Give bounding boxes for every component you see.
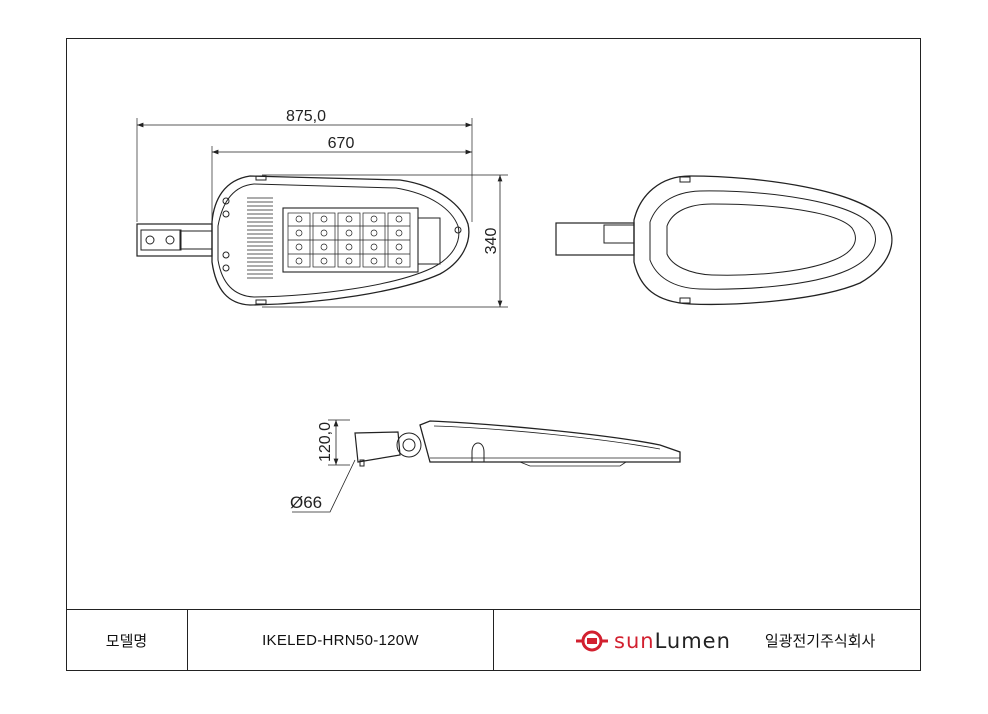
dim-pipe-diameter: Ø66	[290, 493, 322, 512]
model-value: IKELED-HRN50-120W	[188, 610, 494, 671]
sun-logo-icon	[576, 630, 608, 651]
sunlumen-logo: sunLumen	[576, 629, 731, 653]
brand-name: sunLumen	[614, 628, 731, 653]
dim-body-length: 670	[328, 135, 355, 152]
brand-cell: sunLumen 일광전기주식회사	[494, 610, 921, 671]
title-block: 모델명 IKELED-HRN50-120W sunLumen 일광전기주식회사	[66, 609, 921, 671]
dim-overall-length: 875,0	[286, 108, 326, 125]
model-label: 모델명	[66, 610, 188, 671]
dim-width: 340	[483, 228, 500, 255]
side-view	[292, 419, 681, 513]
top-view	[136, 118, 508, 308]
dim-height: 120,0	[317, 422, 334, 462]
rear-view	[555, 175, 893, 306]
company-name: 일광전기주식회사	[764, 632, 876, 650]
